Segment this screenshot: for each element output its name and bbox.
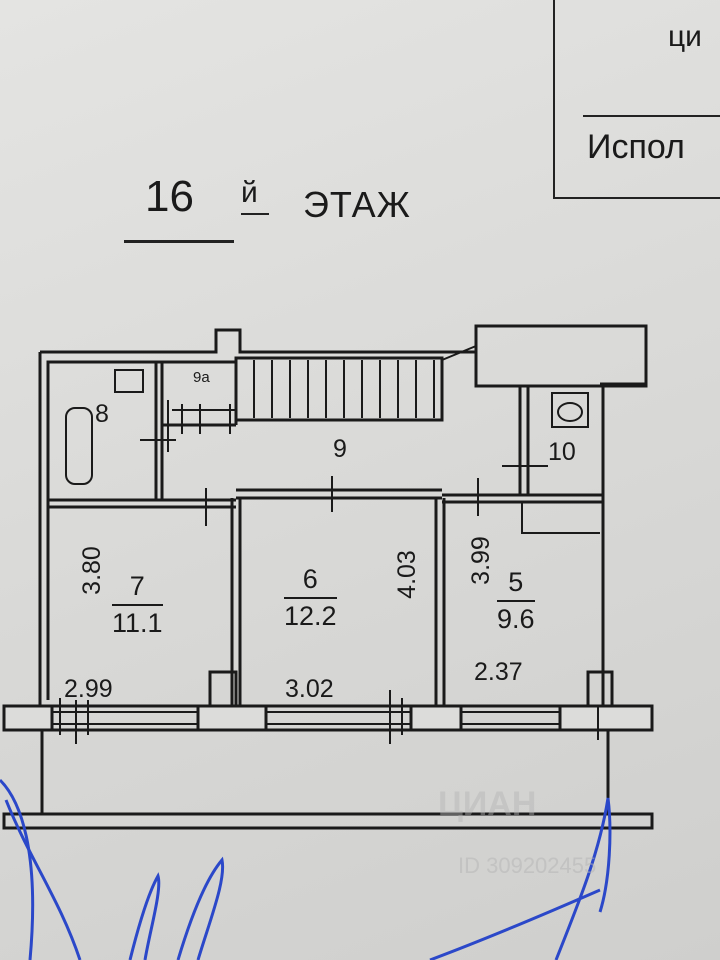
staircase [234,356,444,422]
floor-number-underline [124,240,234,243]
title-block [553,0,720,199]
title-block-line2: Испол [587,128,685,166]
room-label-8: 8 [95,400,109,428]
room-7-label: 7 11.1 [112,573,163,637]
column [586,670,614,708]
bathtub [65,407,93,485]
floor-suffix: й [241,176,258,209]
room-7-number: 7 [112,573,163,606]
pier [558,704,654,732]
vent-box [114,369,144,393]
loggia-slab [2,812,654,830]
title-block-line1: ци [668,20,702,53]
toilet-tank [551,392,589,428]
room-6-number: 6 [284,566,337,599]
outer-wall [40,328,476,354]
floor-suffix-underline [241,213,269,215]
room-7-depth: 3.80 [77,546,106,595]
room-5-number: 5 [497,569,535,602]
room-7-area: 11.1 [112,608,163,638]
facade-wall [2,704,654,732]
room-5-label: 5 9.6 [497,569,535,633]
corridor-wall [442,493,603,504]
room-6-label: 6 12.2 [284,566,337,630]
room-label-10: 10 [548,438,576,466]
partition-6-5 [434,498,446,708]
room-5-area: 9.6 [497,604,535,634]
room-label-9a: 9а [193,369,210,386]
duct-block [474,324,648,388]
wardrobe [521,502,600,534]
corridor-wall [48,498,236,509]
pen-signature [0,778,612,960]
watermark-logo: ЦИАН [438,785,537,823]
room-6-depth: 4.03 [392,550,421,599]
floor-word: ЭТАЖ [303,184,411,225]
room-label-9: 9 [333,435,347,463]
room-9a-walls [154,362,238,500]
watermark-id: ID 309202455 [458,853,597,878]
wc-walls [518,386,530,495]
room-5-depth: 3.99 [466,536,495,585]
bathroom-walls [46,360,158,502]
room-7-width: 2.99 [64,675,113,703]
title-block-divider [583,115,720,117]
room-6-area: 12.2 [284,601,337,631]
toilet-bowl [557,402,583,422]
room-5-width: 2.37 [474,658,523,686]
room-6-width: 3.02 [285,675,334,703]
pier [2,704,54,732]
corridor-wall [236,488,442,500]
pier [196,704,268,732]
pier [409,704,463,732]
floor-number: 16 [145,172,194,221]
